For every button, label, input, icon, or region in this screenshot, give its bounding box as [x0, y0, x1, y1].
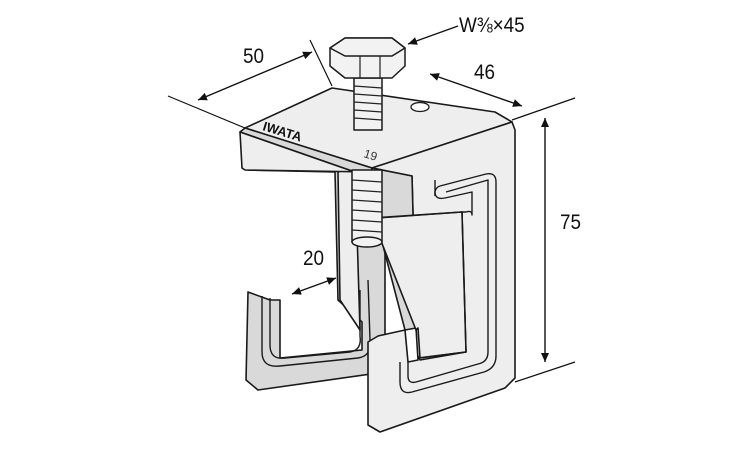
depth-dimension-label: 46 [474, 61, 496, 84]
width-dimension-label: 50 [243, 45, 265, 68]
depth-dimension-line [429, 73, 523, 107]
ext-line-height-bottom [514, 361, 576, 383]
gap-dimension-line [291, 277, 337, 295]
bolt-size-label: W⅜×45 [459, 14, 525, 37]
height-dimension-label: 75 [560, 211, 582, 234]
bolt-leader-line [407, 25, 459, 45]
width-dimension-line [197, 51, 313, 101]
bolt [329, 37, 406, 248]
front-side-plate [367, 121, 516, 433]
mounting-hole [410, 101, 430, 113]
dimension-lines [167, 25, 576, 383]
ext-line-height-top [511, 97, 576, 121]
ext-line-width-right [309, 39, 333, 87]
gap-dimension-label: 20 [303, 247, 325, 270]
ext-line-width-left [167, 95, 246, 129]
size-number-text: 19 [362, 146, 379, 163]
